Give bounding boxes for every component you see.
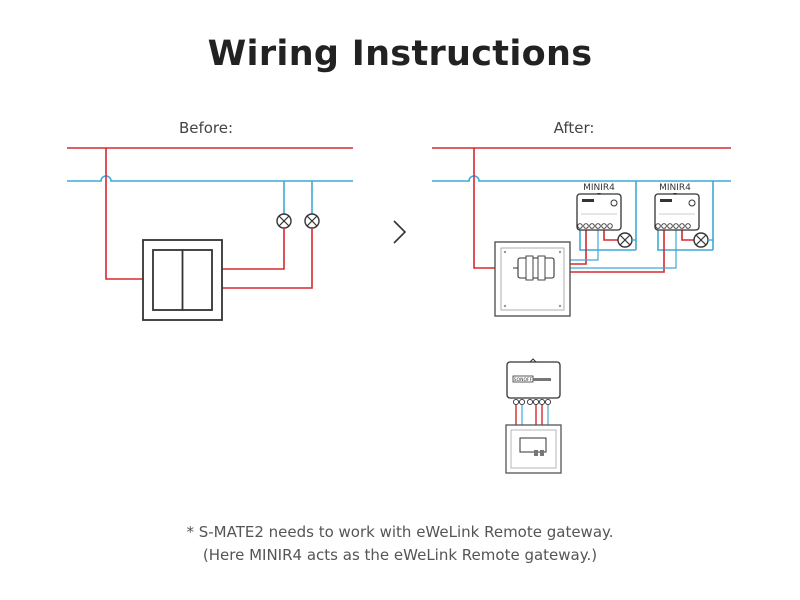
before-label: Before: [178, 119, 234, 137]
terminal [512, 398, 520, 406]
after-neutral-wire [432, 175, 731, 182]
module1-label: MINIR4 [583, 183, 615, 193]
after-label: After: [553, 119, 595, 137]
terminal [526, 398, 534, 406]
module2-switch-link [552, 230, 677, 269]
module-antenna [529, 358, 537, 363]
before-neutral-wire [67, 175, 353, 182]
lamp-icon [693, 232, 709, 248]
footnote-line-2: (Here MINIR4 acts as the eWeLink Remote … [202, 546, 598, 564]
minir4-module-icon [654, 193, 700, 231]
module2-lamp-feed [681, 230, 694, 241]
terminal [518, 398, 526, 406]
s-mate2-pin-2 [540, 450, 544, 456]
chevron-right-icon [393, 220, 407, 244]
lamp-icon [304, 213, 320, 229]
page-title: Wiring Instructions [207, 34, 593, 74]
terminal [544, 398, 552, 406]
minir4-module-icon [576, 193, 622, 231]
module2-neutral-link [657, 230, 713, 251]
module1-lamp-feed [603, 230, 618, 241]
module-brand: SONOFF [514, 377, 533, 383]
before-live-drop [105, 148, 143, 280]
module1-neutral-link [579, 230, 636, 251]
footnote-line-1: * S-MATE2 needs to work with eWeLink Rem… [186, 523, 614, 541]
module1-pointer [597, 193, 601, 195]
before-switched-live-1 [222, 228, 285, 270]
terminal [532, 398, 540, 406]
before-diagram [67, 147, 353, 321]
s-mate2-icon [494, 241, 571, 317]
double-switch-icon [142, 239, 223, 321]
lamp-icon [617, 232, 633, 248]
module-strip [533, 378, 551, 381]
module2-live-in [552, 230, 665, 273]
lamp-icon [276, 213, 292, 229]
module2-label: MINIR4 [659, 183, 691, 193]
before-switched-live-2 [222, 228, 313, 289]
s-mate2-icon [519, 437, 547, 453]
terminal [538, 398, 546, 406]
wall-box-inner [510, 429, 557, 469]
after-diagram: MINIR4 MINIR4 [432, 147, 731, 317]
s-mate2-detail: SONOFF [505, 358, 562, 474]
s-mate2-pin [534, 450, 538, 456]
module2-pointer [673, 193, 677, 195]
